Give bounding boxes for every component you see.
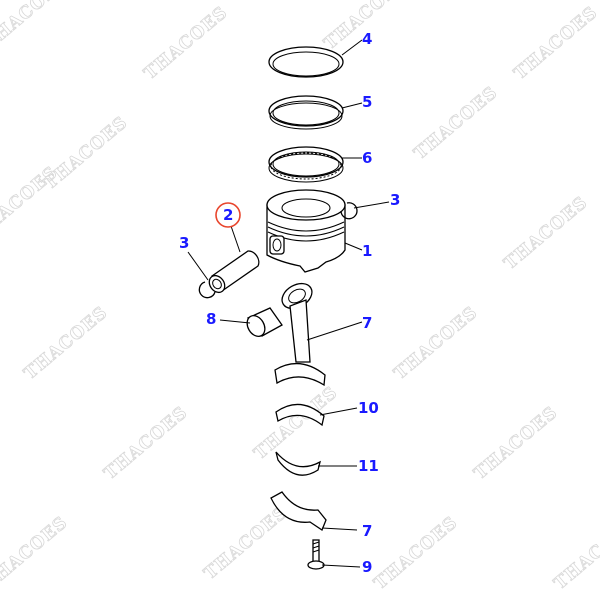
callout-3-left[interactable]: 3 <box>179 234 189 252</box>
watermark-text: THACOES <box>250 383 341 464</box>
watermark-text: THACOES <box>140 3 231 84</box>
watermark-text: THACOES <box>510 3 600 84</box>
callout-8[interactable]: 8 <box>206 310 216 328</box>
watermark-text: THACOES <box>0 0 72 54</box>
callout-10[interactable]: 10 <box>358 399 379 417</box>
callout-1[interactable]: 1 <box>362 242 372 260</box>
snap-ring-right[interactable] <box>340 202 358 220</box>
callout-9[interactable]: 9 <box>362 558 372 576</box>
oil-ring[interactable] <box>268 146 344 183</box>
bearing-lower[interactable] <box>275 451 321 476</box>
piston-pin[interactable] <box>206 250 260 295</box>
watermark-text: THACOES <box>410 83 501 164</box>
callout-3-right[interactable]: 3 <box>390 191 400 209</box>
watermark-text: THACOES <box>500 193 591 274</box>
callout-7-rod[interactable]: 7 <box>362 314 372 332</box>
piston-ring-top[interactable] <box>268 46 344 78</box>
bushing[interactable] <box>244 307 283 340</box>
callout-4[interactable]: 4 <box>362 30 372 48</box>
callout-2[interactable]: 2 <box>223 206 233 224</box>
watermark-text: THACOES <box>100 403 191 484</box>
callout-6[interactable]: 6 <box>362 149 372 167</box>
watermark-text: THACOES <box>200 503 291 584</box>
watermark-text: THACOES <box>20 303 111 384</box>
piston-ring-second[interactable] <box>268 95 344 130</box>
bearing-upper[interactable] <box>275 403 325 427</box>
watermark-text: THACOES <box>550 513 600 594</box>
watermark-text: THACOES <box>370 513 461 594</box>
callout-5[interactable]: 5 <box>362 93 372 111</box>
piston[interactable] <box>266 189 346 273</box>
rod-cap[interactable] <box>270 491 327 531</box>
callout-7-cap[interactable]: 7 <box>362 522 372 540</box>
highlight-circle <box>215 202 241 228</box>
watermark-text: THACOES <box>470 403 561 484</box>
connecting-rod[interactable] <box>274 278 326 387</box>
leader-lines <box>187 39 390 568</box>
watermark-text: THACOES <box>0 513 72 594</box>
watermark-text: THACOES <box>0 163 62 244</box>
bolt[interactable] <box>307 539 325 570</box>
snap-ring-left[interactable] <box>198 281 216 299</box>
watermark-text: THACOES <box>390 303 481 384</box>
callout-11[interactable]: 11 <box>358 457 379 475</box>
